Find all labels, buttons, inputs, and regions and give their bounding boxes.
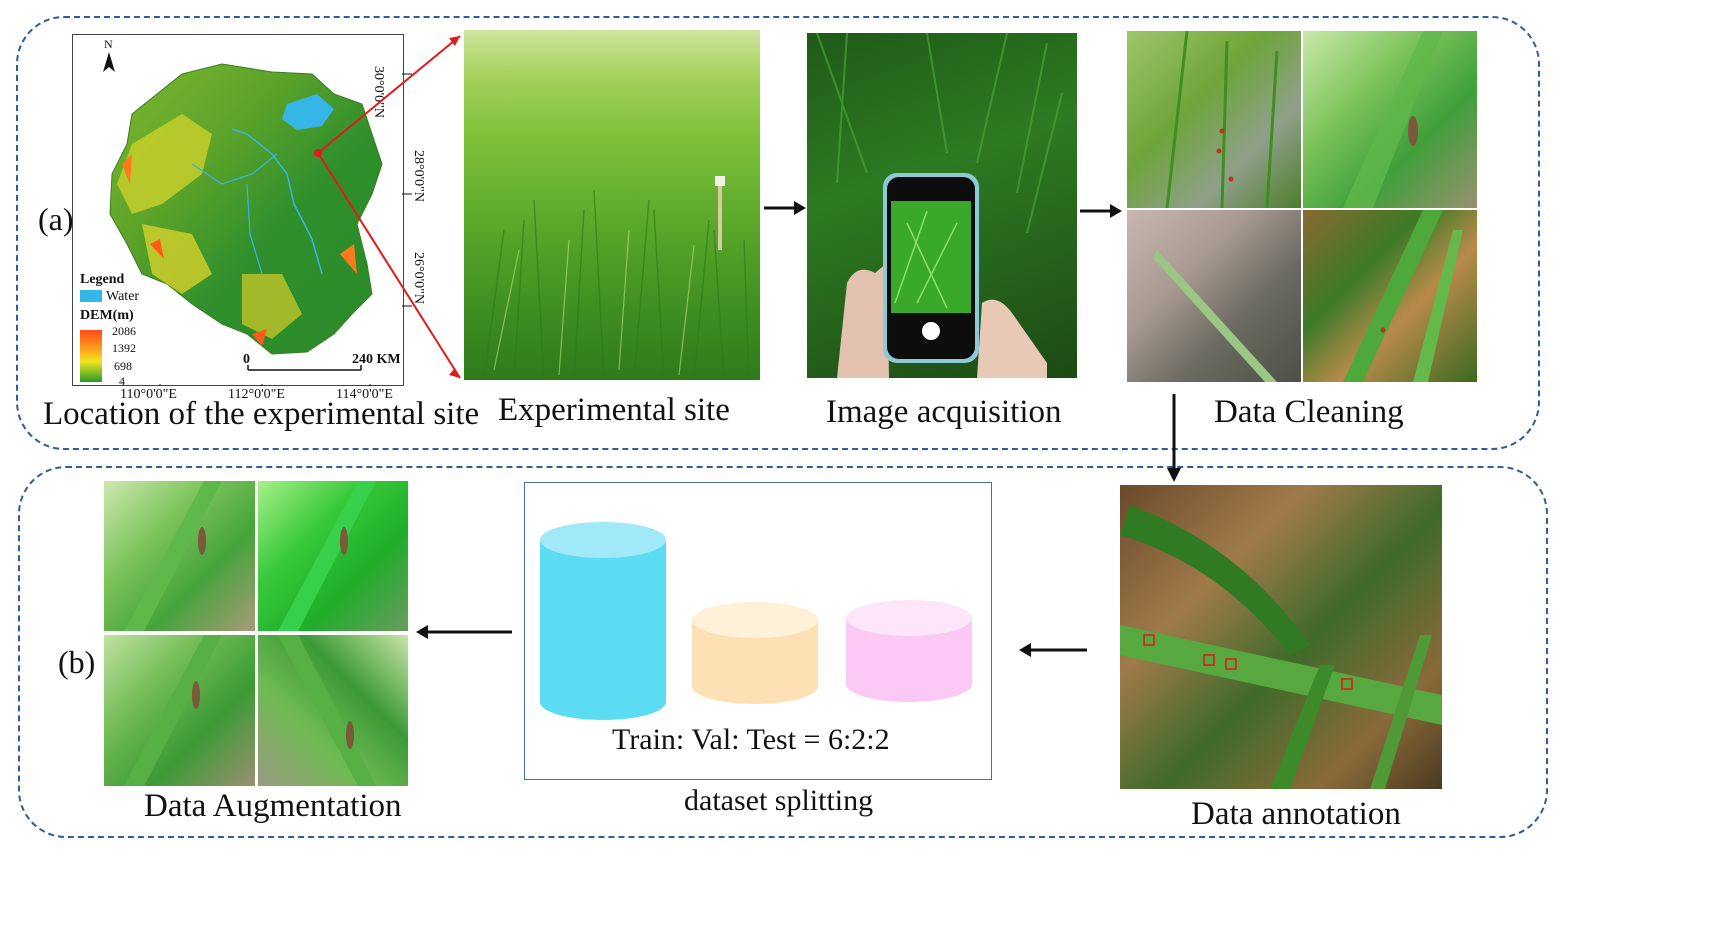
arrow-right-icon: [1080, 204, 1122, 218]
data-cleaning-image-3: [1127, 210, 1301, 382]
scale-end: 240 KM: [352, 352, 401, 367]
arrow-left-icon: [1019, 643, 1087, 657]
caption-data-augmentation: Data Augmentation: [144, 788, 402, 824]
caption-data-annotation: Data annotation: [1191, 796, 1401, 832]
panel-a-label: (a): [38, 201, 74, 237]
augmented-image-3: [104, 635, 255, 786]
map-drawing: [80, 52, 412, 386]
north-arrow-icon: [103, 52, 115, 72]
dem-tick-3: 698: [114, 359, 132, 373]
caption-image-acquisition: Image acquisition: [826, 394, 1062, 430]
dem-ramp: [80, 330, 102, 382]
caption-location: Location of the experimental site: [43, 396, 480, 432]
split-ratio-text: Train: Val: Test = 6:2:2: [612, 723, 890, 756]
augmented-image-4: [258, 635, 408, 786]
dem-tick-2: 1392: [112, 341, 136, 355]
augmented-image-1: [104, 481, 255, 631]
arrow-down-icon: [1167, 394, 1181, 482]
scale-start: 0: [243, 352, 250, 367]
augmented-image-2: [258, 481, 408, 631]
panel-b: [18, 466, 1548, 838]
dem-tick-4: 4: [119, 374, 125, 388]
caption-dataset-splitting: dataset splitting: [684, 784, 874, 817]
train-cylinder: [540, 522, 666, 720]
test-cylinder: [846, 600, 972, 702]
dem-title: DEM(m): [80, 308, 134, 323]
dataset-cylinders: [540, 522, 972, 720]
val-cylinder: [692, 602, 818, 704]
data-cleaning-image-2: [1303, 31, 1477, 208]
data-annotation-photo: [1120, 485, 1442, 789]
legend-water-label: Water: [106, 289, 140, 304]
caption-data-cleaning: Data Cleaning: [1214, 394, 1404, 430]
lon-label-1: 110°0'0"E: [120, 387, 177, 402]
panel-a: [16, 16, 1540, 450]
caption-experimental-site: Experimental site: [498, 392, 730, 428]
panel-b-label: (b): [58, 644, 96, 680]
lon-label-3: 114°0'0"E: [336, 387, 393, 402]
data-cleaning-image-1: [1127, 31, 1301, 208]
arrow-left-icon: [416, 625, 512, 639]
image-acquisition-photo: [807, 33, 1077, 378]
north-label: N: [104, 37, 113, 51]
dem-tick-1: 2086: [112, 324, 136, 338]
experimental-site-photo: [464, 30, 760, 380]
arrow-right-icon: [764, 201, 806, 215]
data-cleaning-image-4: [1303, 210, 1477, 382]
legend-title: Legend: [80, 272, 125, 287]
water-swatch: [80, 290, 102, 302]
lon-label-2: 112°0'0"E: [228, 387, 285, 402]
